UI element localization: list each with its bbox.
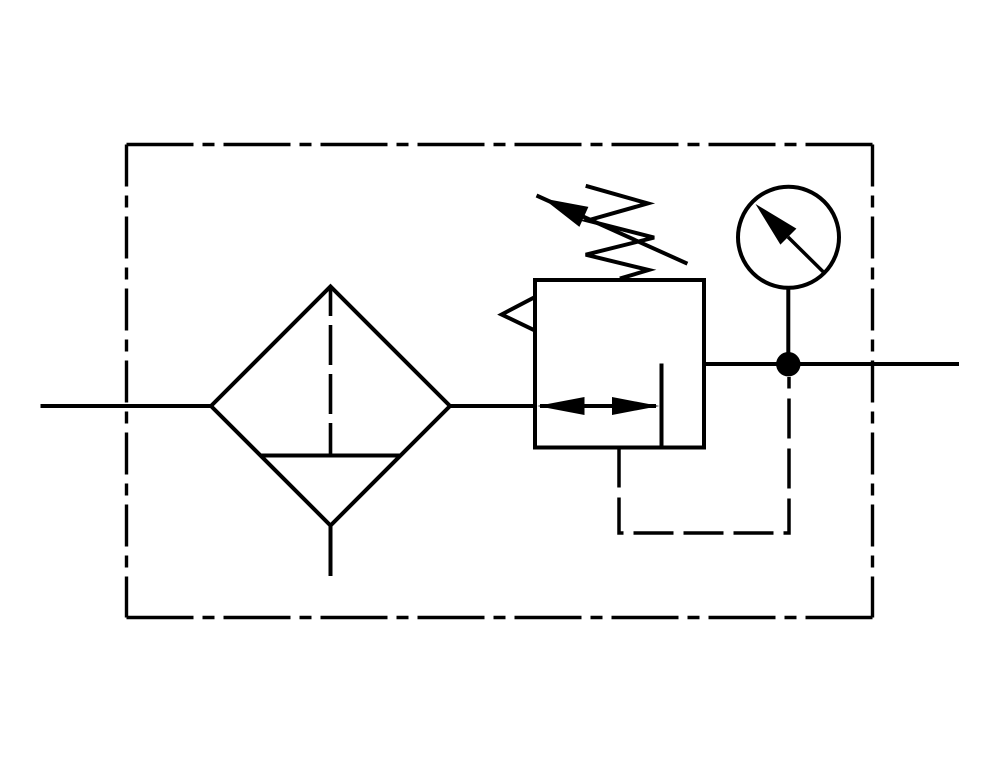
junction-dot (776, 352, 801, 377)
regulator-body (533, 278, 706, 450)
gauge-needle-head (755, 204, 797, 245)
regulator-relief-spring-chevron (497, 295, 536, 333)
gauge-needle-shaft (786, 235, 826, 274)
filter-body-diamond (208, 283, 453, 529)
regulator-flow-arrow-head-left (537, 397, 585, 415)
regulator-spring (579, 183, 657, 281)
regulator-flow-arrow-head-right (612, 397, 660, 415)
spring-adjustment-arrow-head (542, 198, 589, 227)
pilot-feedback-line (617, 377, 791, 535)
